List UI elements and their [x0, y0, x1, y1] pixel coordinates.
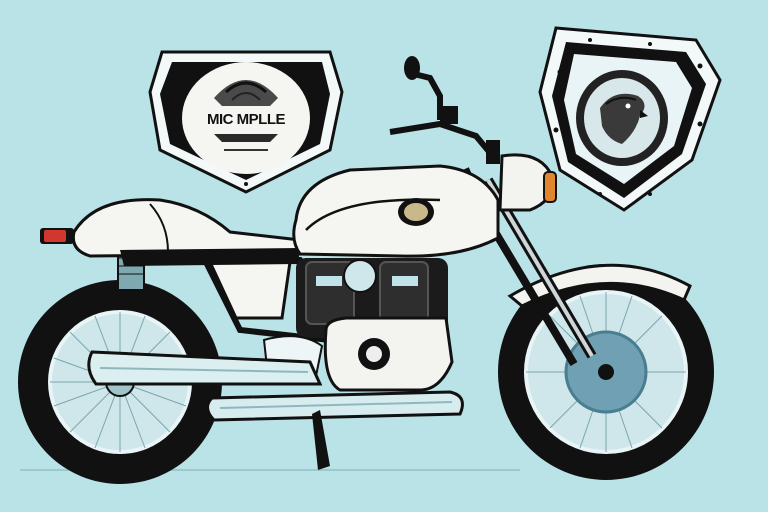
side-cover — [207, 260, 292, 320]
left-badge-disc — [182, 62, 310, 174]
kickstand — [312, 410, 330, 470]
exhaust-pipe — [87, 350, 464, 422]
seat — [71, 198, 302, 266]
left-badge-text: MIC MPLLE — [207, 111, 285, 128]
left-badge: MIC MPLLE — [148, 50, 344, 194]
clutch-lever — [440, 106, 458, 124]
fuel-tank — [292, 164, 500, 258]
tail-light — [40, 228, 74, 244]
engine — [262, 258, 454, 392]
mirror-icon — [404, 56, 420, 80]
fork-clamp — [486, 140, 500, 164]
eagle-emblem-icon — [214, 80, 278, 106]
eagle-head-icon — [600, 93, 648, 144]
tank-emblem-icon — [404, 203, 428, 221]
right-badge — [538, 26, 722, 212]
front-fender — [507, 263, 692, 308]
headlight — [498, 153, 557, 212]
front-wheel — [498, 264, 714, 480]
